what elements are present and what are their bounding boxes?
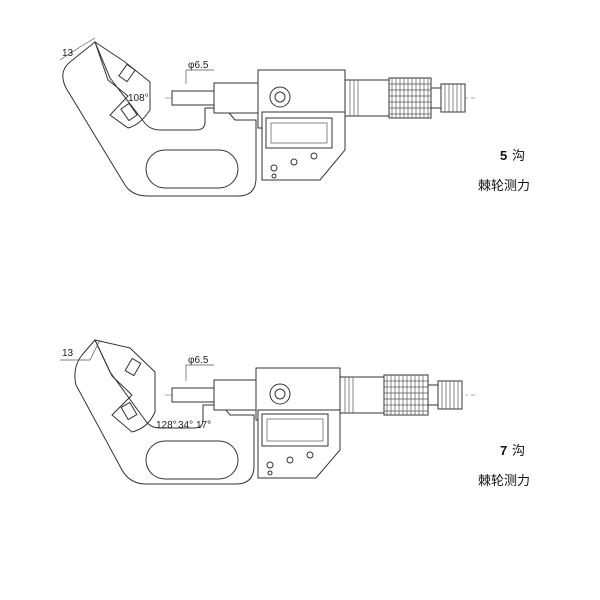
caption-text: 棘轮测力 xyxy=(478,474,530,489)
thimble xyxy=(339,376,385,414)
lock-knob-center xyxy=(274,91,286,103)
dim-width-label: 13 xyxy=(62,348,74,359)
thimble xyxy=(344,79,390,117)
sleeve-front xyxy=(213,379,261,411)
micrometer-drawing-5-flute: 13 108° φ6.5 xyxy=(59,37,475,197)
angle-label-128: 128° xyxy=(156,420,177,431)
dim-width-label: 13 xyxy=(62,48,74,59)
caption-7-flute: 7 沟 棘轮测力 xyxy=(478,443,530,489)
frame-outer xyxy=(74,339,255,485)
dim-13-arrow xyxy=(89,339,101,361)
spindle xyxy=(171,90,215,106)
anvil-insert-top xyxy=(118,63,136,83)
button-icon-4 xyxy=(271,173,277,179)
caption-text: 棘轮测力 xyxy=(478,179,530,194)
frame-outer xyxy=(62,41,257,197)
angle-label-17: 17° xyxy=(196,420,211,431)
frame-window xyxy=(145,440,239,480)
anvil-insert-bottom xyxy=(120,102,138,122)
spindle xyxy=(171,387,215,403)
thimble-graduations xyxy=(349,80,359,116)
thimble-graduations xyxy=(344,377,354,413)
lcd-inner xyxy=(266,418,324,442)
frame-window xyxy=(145,149,239,189)
phi-label: φ6.5 xyxy=(188,60,209,71)
button-icon-2 xyxy=(290,158,298,166)
caption-number: 5 xyxy=(500,148,507,163)
anvil-v-block xyxy=(94,339,156,433)
caption-unit: 沟 xyxy=(512,444,525,459)
anvil-v-block xyxy=(94,40,151,129)
button-icon-3 xyxy=(306,451,314,459)
button-icon-4 xyxy=(267,470,273,476)
anvil-insert-bottom xyxy=(120,401,138,421)
knurl-pattern xyxy=(389,78,431,118)
caption-number: 7 xyxy=(500,443,507,458)
phi-label: φ6.5 xyxy=(188,355,209,366)
caption-unit: 沟 xyxy=(512,149,525,164)
micrometer-drawing-7-flute: 13 128° 34° 17° φ6.5 xyxy=(60,339,475,485)
sleeve-front xyxy=(213,82,263,114)
dim-13-leader xyxy=(59,46,81,61)
dim-13-arrow xyxy=(79,37,96,48)
button-icon-1 xyxy=(270,164,278,172)
button-icon-1 xyxy=(266,461,274,469)
anvil-insert-top xyxy=(124,357,142,377)
lcd-inner xyxy=(270,122,328,144)
knurl-pattern xyxy=(384,375,428,415)
ratchet-knurl xyxy=(444,84,462,112)
button-icon-2 xyxy=(286,456,294,464)
lcd-screen xyxy=(265,117,333,149)
lock-knob-center xyxy=(274,388,286,400)
ratchet-neck xyxy=(427,384,439,406)
ratchet-neck xyxy=(430,87,442,109)
angle-label-34: 34° xyxy=(178,420,193,431)
button-icon-3 xyxy=(310,152,318,160)
caption-5-flute: 5 沟 棘轮测力 xyxy=(478,148,530,194)
ratchet-knurl xyxy=(441,381,459,409)
angle-label-108: 108° xyxy=(128,93,149,104)
